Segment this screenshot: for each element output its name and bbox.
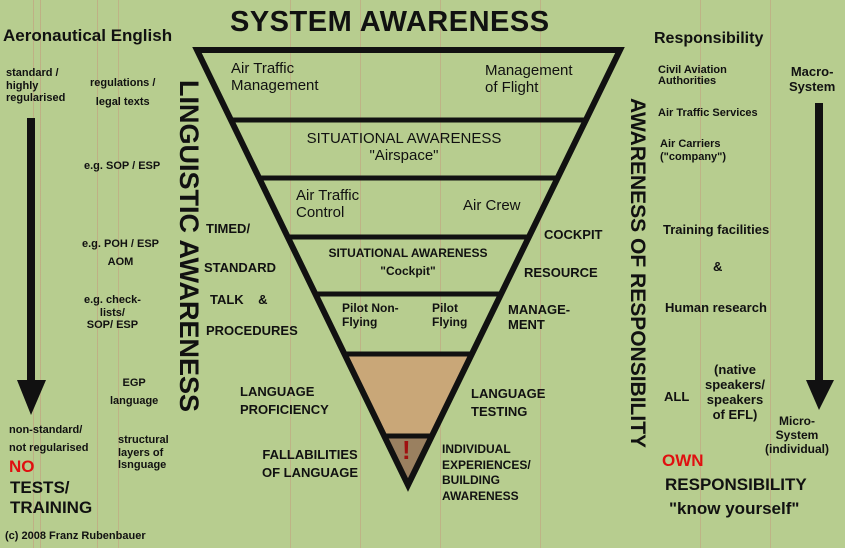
copyright: (c) 2008 Franz Rubenbauer [5, 530, 146, 542]
grid-line [770, 0, 771, 548]
aircrew-label: Air Crew [463, 197, 521, 214]
language-testing-label: LANGUAGE TESTING [471, 386, 546, 420]
example-egp: EGP language [110, 377, 159, 407]
standard-label: standard / highly regularised [6, 67, 66, 105]
example-regulations: regulations / legal texts [90, 77, 156, 108]
resource-label: RESOURCE [524, 265, 598, 280]
grid-line [540, 0, 541, 548]
resp-carriers: Air Carriers ("company") [660, 138, 727, 163]
macro-system: Macro- System [789, 64, 836, 94]
timed-label: TIMED/ [206, 221, 251, 236]
management-label: MANAGE- MENT [508, 302, 571, 332]
right-arrow-head [806, 380, 834, 410]
grid-line [360, 0, 361, 548]
responsibility-label: RESPONSIBILITY [665, 475, 807, 494]
procedures-label: PROCEDURES [206, 323, 298, 338]
nonstandard-label: non-standard/ not regularised [9, 424, 89, 454]
resp-all: ALL [664, 389, 690, 404]
language-proficiency-label: LANGUAGE PROFICIENCY [240, 384, 329, 418]
atc-label: Air Traffic Control [296, 187, 360, 222]
pf-label: Pilot Flying [432, 301, 468, 329]
resp-native-speakers: (native speakers/ speakers of EFL) [705, 362, 765, 422]
band-dividers [231, 117, 586, 439]
individual-label: INDIVIDUAL EXPERIENCES/ BUILDING AWARENE… [442, 442, 531, 503]
own-label: OWN [662, 451, 704, 470]
resp-ampersand: & [713, 259, 723, 274]
right-heading: Responsibility [654, 30, 764, 47]
left-arrow-head [17, 380, 46, 415]
example-sop: e.g. SOP / ESP [84, 160, 161, 172]
grid-line [290, 0, 291, 548]
fallabilities-label: FALLABILITIES OF LANGUAGE [262, 447, 359, 481]
exclamation-icon: ! [402, 435, 411, 465]
atm-label: Air Traffic Management [231, 60, 319, 95]
know-yourself-label: "know yourself" [669, 499, 800, 518]
triangle-outline [192, 47, 625, 492]
linguistic-awareness-vertical: LINGUISTIC AWARENESS [174, 80, 204, 413]
right-arrow-shaft [815, 103, 823, 381]
micro-system: Micro- System (individual) [765, 414, 829, 456]
example-structural: structural layers of lsnguage [118, 434, 169, 472]
mof-label: Management of Flight [485, 62, 573, 97]
tests-training-label: TESTS/ TRAINING [10, 478, 93, 517]
individual-band [384, 436, 433, 485]
resp-human-research: Human research [665, 300, 767, 315]
pnf-label: Pilot Non- Flying [342, 301, 399, 329]
awareness-of-responsibility-vertical: AWARENESS OF RESPONSIBILITY [626, 98, 649, 449]
no-label: NO [9, 457, 35, 476]
resp-training: Training facilities [663, 222, 770, 237]
grid-line [440, 0, 441, 548]
left-arrow-shaft [27, 118, 35, 380]
cockpit-label: COCKPIT [544, 227, 603, 242]
page-title: SYSTEM AWARENESS [230, 6, 550, 38]
example-checklists: e.g. check- lists/ SOP/ ESP [84, 294, 141, 332]
standard-label-side: STANDARD [204, 260, 276, 275]
resp-caa: Civil Aviation Authorities [658, 64, 727, 87]
grid-line [700, 0, 701, 548]
resp-ats: Air Traffic Services [658, 107, 758, 119]
example-poh: e.g. POH / ESP AOM [82, 238, 160, 268]
left-heading: Aeronautical English [3, 26, 173, 45]
talk-label: TALK & [210, 292, 268, 307]
sa-airspace-label: SITUATIONAL AWARENESS "Airspace" [306, 130, 502, 165]
sa-cockpit-label: SITUATIONAL AWARENESS "Cockpit" [328, 246, 488, 278]
